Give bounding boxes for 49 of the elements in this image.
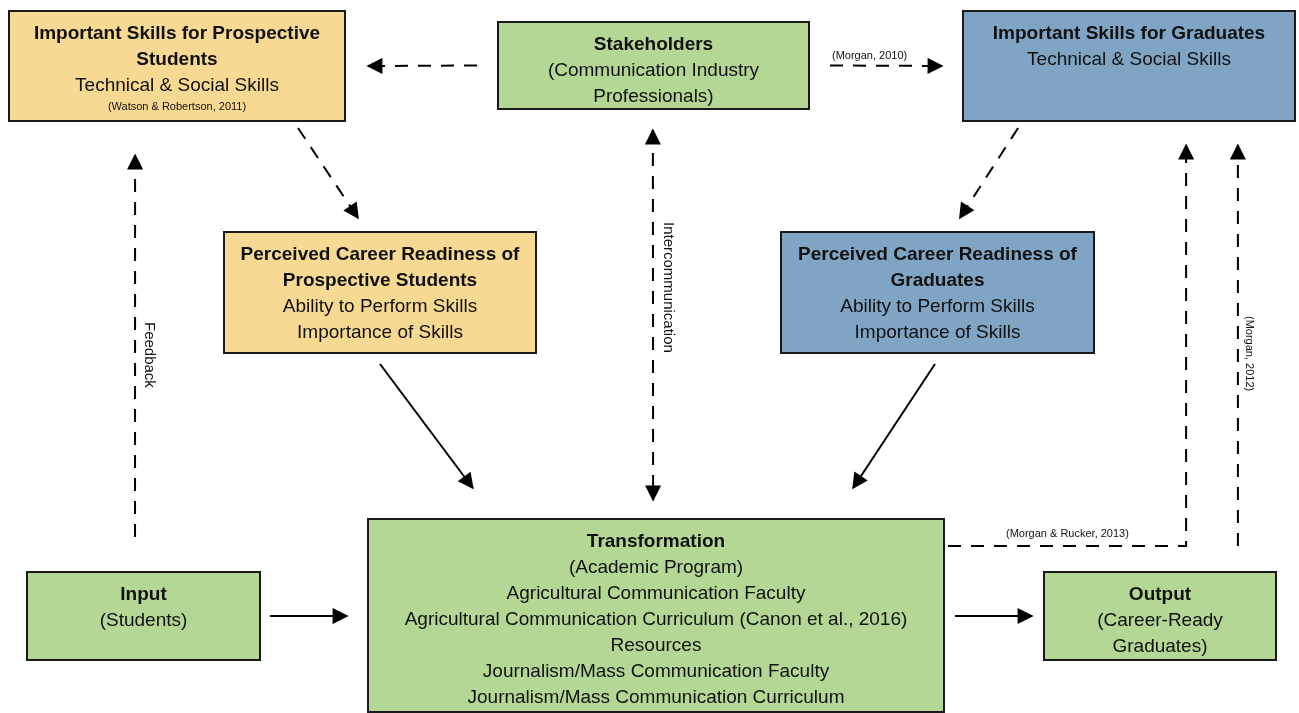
- box-heading: Important Skills for Graduates: [992, 21, 1266, 45]
- arrow: [379, 363, 474, 490]
- box-text: Importance of Skills: [297, 320, 463, 344]
- box-text: Agricultural Communication Faculty: [506, 581, 806, 605]
- edge-label: (Morgan, 2010): [832, 50, 908, 61]
- box-heading: Stakeholders: [593, 32, 714, 56]
- arrow: [852, 363, 936, 490]
- dashed-arrow: [127, 153, 144, 538]
- box-text: Ability to Perform Skills: [840, 294, 1035, 318]
- box-heading: Input: [120, 582, 167, 606]
- box-text: Ability to Perform Skills: [282, 294, 478, 318]
- dashed-arrow: [1229, 143, 1246, 547]
- box-heading: Perceived Career Readiness of Prospective Students: [239, 242, 521, 292]
- edge-label: (Morgan & Rucker, 2013): [1006, 528, 1129, 539]
- process-box: [367, 518, 945, 713]
- dashed-arrow: [297, 127, 359, 220]
- edge-label: Intercommunication: [662, 222, 677, 353]
- box-text: Importance of Skills: [854, 320, 1021, 344]
- box-text: Technical & Social Skills: [1027, 47, 1231, 71]
- process-box: [8, 10, 346, 122]
- edge-label: Feedback: [143, 322, 158, 388]
- dashed-arrow: [947, 143, 1195, 547]
- box-text: (Academic Program): [568, 555, 744, 579]
- dashed-arrow: [366, 57, 478, 74]
- box-heading: Transformation: [586, 529, 726, 553]
- dashed-arrow: [644, 128, 662, 502]
- process-box: [497, 21, 810, 110]
- process-box: [1043, 571, 1277, 661]
- box-text: Resources: [610, 633, 702, 657]
- box-heading: Perceived Career Readiness of Graduates: [797, 242, 1078, 292]
- box-text: (Career-Ready Graduates): [1096, 608, 1224, 658]
- process-box: [26, 571, 261, 661]
- box-heading: Output: [1128, 582, 1192, 606]
- box-text: (Watson & Robertson, 2011): [107, 99, 247, 114]
- dashed-arrow: [958, 127, 1020, 220]
- arrow: [269, 608, 349, 625]
- box-heading: Important Skills for Prospective Students: [32, 21, 322, 71]
- box-text: Technical & Social Skills: [75, 73, 279, 97]
- process-box: [223, 231, 537, 354]
- box-text: (Communication Industry Professionals): [546, 58, 761, 108]
- dashed-arrow: [829, 57, 944, 74]
- arrow: [954, 608, 1034, 624]
- box-text: Journalism/Mass Communication Faculty: [482, 659, 830, 683]
- box-text: Agricultural Communication Curriculum (Canon et al., 2016): [404, 607, 908, 631]
- box-text: Journalism/Mass Communication Curriculum: [467, 685, 845, 709]
- edge-label: (Morgan, 2012): [1244, 316, 1255, 392]
- process-box: [962, 10, 1296, 122]
- box-text: (Students): [99, 608, 188, 632]
- process-box: [780, 231, 1095, 354]
